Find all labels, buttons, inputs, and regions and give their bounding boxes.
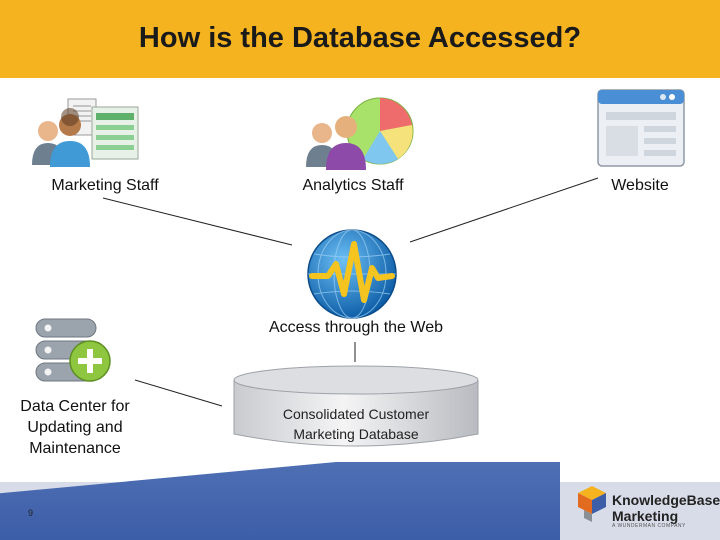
people-pie-chart-icon — [306, 97, 414, 170]
logo-wordmark: KnowledgeBase Marketing — [612, 492, 720, 524]
database-label: Consolidated Customer Marketing Database — [236, 404, 476, 444]
browser-window-icon — [597, 89, 685, 167]
website-label: Website — [611, 177, 669, 194]
globe-waveform-icon — [307, 229, 397, 319]
logo-line-2: Marketing — [612, 508, 679, 524]
data-center-label-line-3: Maintenance — [29, 440, 121, 457]
line-marketing-to-web — [102, 197, 293, 246]
line-datacenter-to-database — [134, 379, 223, 407]
logo-line-1: KnowledgeBase — [612, 492, 720, 508]
data-center-label-line-1: Data Center for — [20, 398, 130, 415]
web-access-label: Access through the Web — [268, 319, 444, 336]
knowledgebase-logo-icon — [578, 486, 606, 522]
people-document-icon — [32, 98, 139, 167]
line-website-to-web — [409, 177, 599, 243]
logo-tagline: A WUNDERMAN COMPANY — [612, 523, 686, 529]
database-label-line-2: Marketing Database — [293, 426, 419, 442]
page-title: How is the Database Accessed? — [138, 22, 582, 54]
marketing-staff-label: Marketing Staff — [51, 177, 159, 194]
data-center-label: Data Center for Updating and Maintenance — [2, 396, 148, 459]
data-center-label-line-2: Updating and — [27, 419, 123, 436]
server-add-icon — [35, 318, 111, 382]
header-bar — [0, 0, 720, 78]
database-label-line-1: Consolidated Customer — [282, 406, 430, 422]
analytics-staff-label: Analytics Staff — [302, 177, 404, 194]
database-cylinder-icon — [233, 365, 479, 447]
page-number: 9 — [28, 508, 34, 518]
